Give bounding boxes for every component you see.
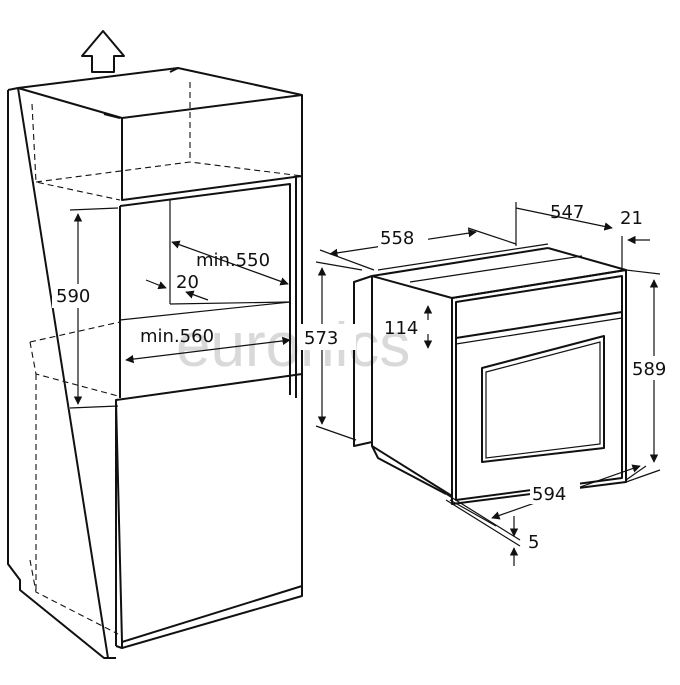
gap-label: 20 — [176, 272, 199, 293]
oven-height-total-label: 589 — [632, 359, 666, 380]
dimension-oven-height-total: 589 — [625, 269, 678, 483]
front-panel-label: 21 — [620, 208, 643, 229]
dimension-control-panel: 114 — [384, 305, 433, 349]
dimension-niche-height: 590 — [52, 207, 119, 409]
dimension-oven-depth-total: 558 — [319, 226, 517, 271]
niche-depth-label: min.550 — [196, 250, 270, 271]
control-panel-height-label: 114 — [384, 318, 418, 339]
dimension-oven-height-body: 573 — [300, 261, 363, 441]
niche-width-label: min.560 — [140, 326, 214, 347]
dimension-bottom-offset: 5 — [445, 493, 539, 566]
bottom-offset-label: 5 — [528, 532, 539, 553]
oven-depth-body-label: 547 — [550, 202, 584, 223]
dimension-gap: 20 — [145, 272, 209, 301]
oven-width-label: 594 — [532, 484, 566, 505]
cabinet — [7, 67, 303, 659]
oven-height-body-label: 573 — [304, 328, 338, 349]
oven-depth-total-label: 558 — [380, 228, 414, 249]
dimension-niche-depth: min.550 — [171, 240, 289, 286]
dimension-oven-width: 594 — [449, 464, 647, 527]
niche-height-label: 590 — [56, 286, 90, 307]
dimension-front-panel: 21 — [620, 208, 650, 268]
dimension-niche-width: min.560 — [125, 326, 291, 364]
ventilation-arrow-icon — [81, 30, 125, 73]
dimension-oven-depth-body: 547 — [515, 202, 613, 246]
